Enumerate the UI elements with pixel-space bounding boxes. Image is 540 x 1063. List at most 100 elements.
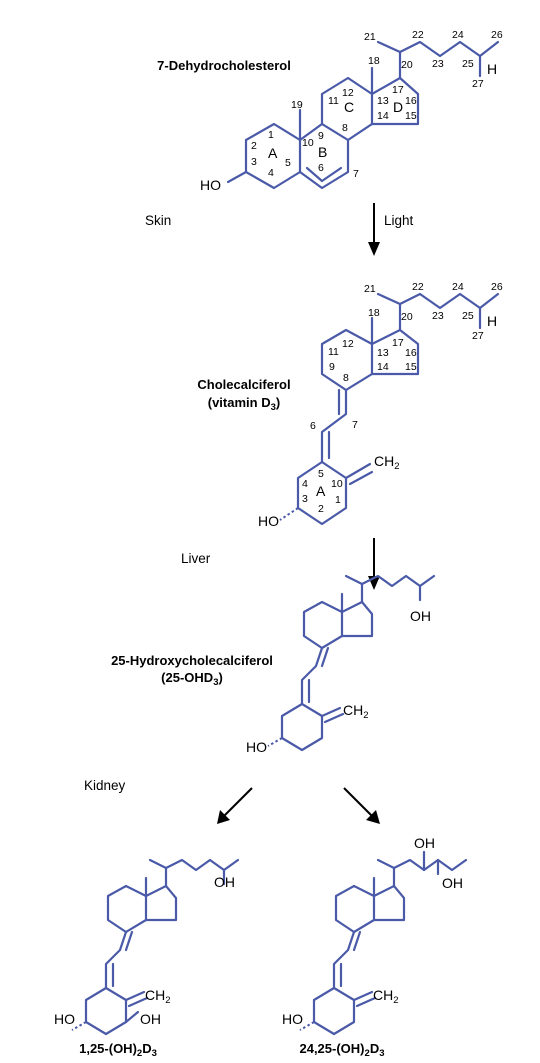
d3-carbon-24: 24 [452, 281, 464, 293]
dhc-carbon-19: 19 [291, 99, 303, 111]
d125-ho-label: HO [54, 1011, 75, 1027]
dhc-name: 7-Dehydrocholesterol [157, 58, 291, 73]
d3-carbon-7: 7 [352, 419, 358, 431]
kidney-label: Kidney [84, 778, 126, 793]
ring-a-label: A [268, 145, 278, 161]
ohd3-structure [267, 574, 436, 752]
dhc-carbon-7: 7 [353, 168, 359, 180]
dhc-carbon-10: 10 [302, 137, 314, 149]
d2425-structure [299, 850, 468, 1036]
d3-carbon-26: 26 [491, 281, 503, 293]
dhc-carbon-3: 3 [251, 156, 257, 168]
d3-carbon-22: 22 [412, 281, 424, 293]
d125-oh-ring-label: OH [140, 1011, 161, 1027]
dhc-carbon-13: 13 [377, 95, 389, 107]
dhc-carbon-2: 2 [251, 140, 257, 152]
ring-c-label: C [344, 99, 354, 115]
d3-carbon-3: 3 [302, 493, 308, 505]
d125-structure [71, 858, 240, 1036]
d3-carbon-20: 20 [401, 311, 413, 323]
d3-carbon-12: 12 [342, 338, 354, 350]
dhc-carbon-14: 14 [377, 110, 389, 122]
dhc-h-label: H [487, 61, 497, 77]
ring-d-label: D [393, 99, 403, 115]
d125-oh-side-label: OH [214, 874, 235, 890]
d2425-name: 24,25-(OH)2D3 [299, 1041, 384, 1059]
d3-name-line2: (vitamin D3) [208, 395, 280, 413]
d3-carbon-14: 14 [377, 361, 389, 373]
d3-carbon-15: 15 [405, 361, 417, 373]
d3-labels: Cholecalciferol (vitamin D3) HO H CH2 A … [197, 281, 502, 529]
dhc-carbon-1: 1 [268, 129, 274, 141]
d3-carbon-8: 8 [343, 372, 349, 384]
dhc-carbon-27: 27 [472, 78, 484, 90]
ohd3-oh-label: OH [410, 608, 431, 624]
d3-h-label: H [487, 313, 497, 329]
kidney-arrowhead-left [217, 810, 230, 824]
d3-carbon-11: 11 [328, 346, 339, 358]
d2425-oh-25-label: OH [442, 875, 463, 891]
d3-carbon-21: 21 [364, 283, 376, 295]
dhc-carbon-9: 9 [318, 130, 324, 142]
ohd3-ch2-label: CH2 [343, 702, 369, 721]
d3-carbon-6: 6 [310, 420, 316, 432]
d3-carbon-2: 2 [318, 503, 324, 515]
dhc-carbon-8: 8 [342, 122, 348, 134]
dhc-structure [226, 40, 500, 190]
kidney-arrow-right [343, 787, 373, 817]
dhc-carbon-20: 20 [401, 59, 413, 71]
dhc-ho-label: HO [200, 177, 221, 193]
d125-ch2-label: CH2 [145, 987, 171, 1006]
d2425-ho-label: HO [282, 1011, 303, 1027]
light-label: Light [384, 213, 414, 228]
d3-carbon-23: 23 [432, 310, 444, 322]
d3-structure [279, 292, 500, 526]
dhc-carbon-15: 15 [405, 110, 417, 122]
dhc-carbon-23: 23 [432, 58, 444, 70]
d3-carbon-1: 1 [335, 494, 341, 506]
dhc-carbon-18: 18 [368, 55, 380, 67]
d3-ch2-label: CH2 [374, 453, 400, 472]
dhc-carbon-25: 25 [462, 58, 474, 70]
ohd3-labels: 25-Hydroxycholecalciferol (25-OHD3) OH C… [111, 608, 431, 755]
kidney-arrow-left [223, 787, 253, 817]
d3-name-line1: Cholecalciferol [197, 377, 290, 392]
d125-labels: OH CH2 HO OH 1,25-(OH)2D3 [54, 874, 235, 1059]
d2425-ch2-label: CH2 [373, 987, 399, 1006]
dhc-carbon-4: 4 [268, 167, 274, 179]
d3-ho-label: HO [258, 513, 279, 529]
d125-name: 1,25-(OH)2D3 [79, 1041, 157, 1059]
d3-carbon-13: 13 [377, 347, 389, 359]
kidney-arrowhead-right [366, 810, 380, 824]
ohd3-name-line1: 25-Hydroxycholecalciferol [111, 653, 273, 668]
dhc-carbon-5: 5 [285, 157, 291, 169]
d3-carbon-4: 4 [302, 478, 308, 490]
d3-carbon-18: 18 [368, 307, 380, 319]
d3-carbon-16: 16 [405, 347, 417, 359]
d3-carbon-27: 27 [472, 330, 484, 342]
skin-label: Skin [145, 213, 171, 228]
d3-carbon-10: 10 [331, 478, 343, 490]
light-arrowhead [368, 242, 380, 256]
d3-ring-a-label: A [316, 483, 326, 499]
d2425-oh-24-label: OH [414, 835, 435, 851]
d3-carbon-9: 9 [329, 361, 335, 373]
d3-carbon-5: 5 [318, 468, 324, 480]
d3-carbon-25: 25 [462, 310, 474, 322]
ring-b-label: B [318, 144, 327, 160]
dhc-carbon-12: 12 [342, 87, 354, 99]
ohd3-name-line2: (25-OHD3) [161, 670, 223, 688]
ohd3-ho-label: HO [246, 739, 267, 755]
dhc-carbon-26: 26 [491, 29, 503, 41]
dhc-carbon-24: 24 [452, 29, 464, 41]
dhc-carbon-21: 21 [364, 31, 376, 43]
dhc-carbon-16: 16 [405, 95, 417, 107]
dhc-carbon-17: 17 [392, 84, 404, 96]
dhc-carbon-11: 11 [328, 95, 339, 107]
liver-label: Liver [181, 551, 211, 566]
d3-carbon-17: 17 [392, 337, 404, 349]
dhc-carbon-22: 22 [412, 29, 424, 41]
d2425-labels: OH OH CH2 HO 24,25-(OH)2D3 [282, 835, 463, 1059]
dhc-carbon-6: 6 [318, 162, 324, 174]
